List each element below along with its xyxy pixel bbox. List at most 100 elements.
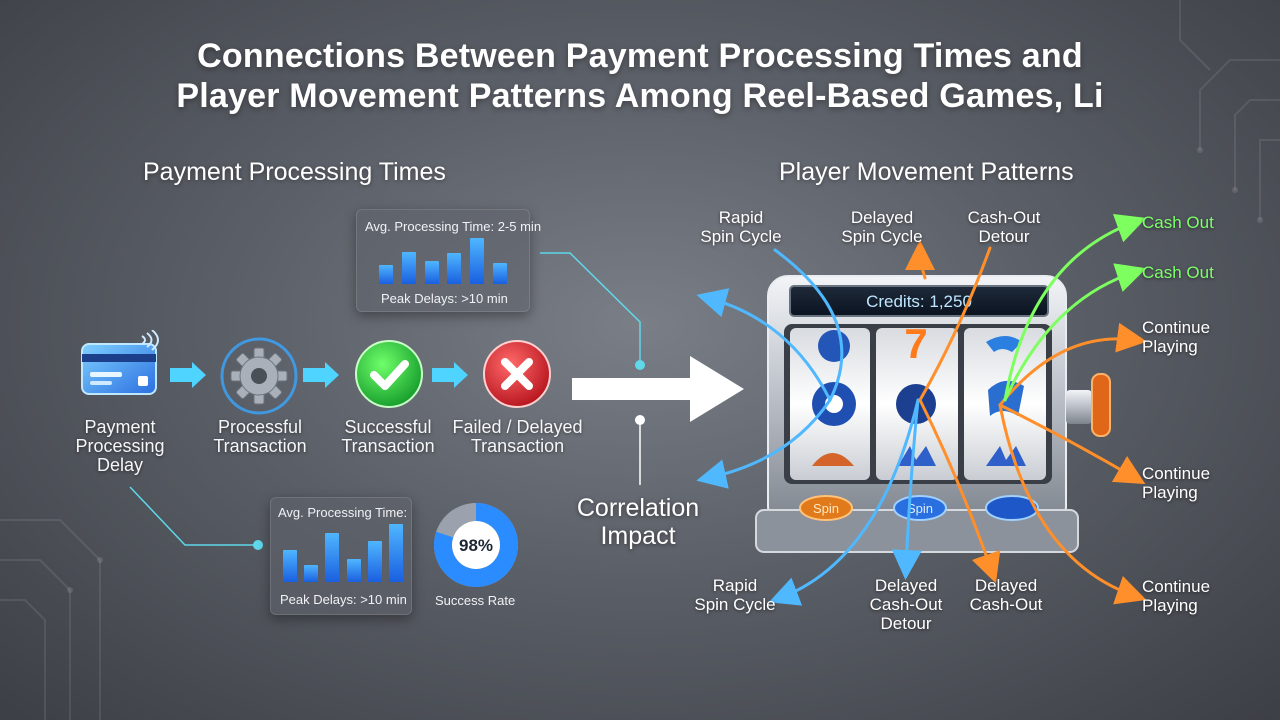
label-delayed-cashout-detour-bottom: Delayed Cash-Out Detour: [850, 576, 962, 633]
success-rate-value: 98%: [459, 536, 493, 555]
spin-button-1[interactable]: [799, 495, 853, 521]
path-delayed-cashout-bottom: [918, 398, 1001, 584]
page-title: Connections Between Payment Processing T…: [0, 36, 1280, 116]
path-delayed-cashout-detour: [891, 398, 922, 580]
credit-card-icon: [81, 330, 159, 395]
mini-bar: [346, 558, 361, 582]
path-rapid-spin-top: [773, 248, 844, 402]
label-delayed-cashout-bottom: Delayed Cash-Out: [954, 576, 1058, 614]
move-label-line: Continue: [1142, 464, 1211, 483]
move-label-line: Delayed: [850, 208, 914, 227]
stats-card-top-footer: Peak Delays: >10 min: [381, 291, 508, 306]
mini-bar: [470, 238, 485, 284]
label-cashout-detour-top: Cash-Out Detour: [952, 208, 1056, 246]
stats-card-top: Avg. Processing Time: 2-5 min Peak Delay…: [356, 209, 541, 312]
title-line-1: Connections Between Payment Processing T…: [197, 37, 1083, 75]
flow-label-line: Processful: [217, 417, 303, 437]
move-label-line: Cash-Out: [967, 208, 1041, 227]
x-mark-icon: [483, 340, 551, 408]
move-label-line: Cash-Out: [969, 595, 1043, 614]
move-label-line: Cash-Out: [869, 595, 943, 614]
credits-display: Credits: 1,250: [866, 292, 972, 311]
mini-bar: [447, 252, 462, 284]
stats-card-top-bars: [379, 238, 507, 284]
path-continue-playing-3: [998, 403, 1147, 605]
mini-bar: [367, 541, 382, 582]
flow-arrow-2: [303, 362, 339, 388]
mini-bar: [283, 550, 297, 582]
donut-center: [452, 521, 500, 569]
move-label-line: Detour: [880, 614, 932, 633]
mini-bar: [389, 524, 403, 582]
correlation-impact-label: Correlation Impact: [560, 494, 716, 550]
checkmark-icon: [355, 340, 423, 408]
mini-bar: [493, 263, 507, 284]
spin-buttons: Spin Spin: [799, 495, 1039, 521]
flow-label-line: Transaction: [341, 436, 435, 456]
path-cashout-detour-top: [918, 246, 992, 402]
stats-card-top-label: Avg. Processing Time: 2-5 min: [365, 219, 542, 234]
flow-label-line: Processing: [75, 436, 165, 456]
connector-dot-bottom: [253, 540, 263, 550]
label-cash-out-1: Cash Out: [1142, 213, 1214, 232]
flow-arrow-1: [170, 362, 206, 388]
mini-bar: [424, 261, 439, 284]
lever-handle[interactable]: [1091, 373, 1111, 437]
flow-label-payment-delay: Payment Processing Delay: [60, 418, 180, 475]
flow-label-successful: Successful Transaction: [328, 418, 448, 456]
flow-label-line: Payment: [84, 417, 156, 437]
flow-label-line: Successful: [344, 417, 432, 437]
move-label-line: Rapid: [718, 208, 764, 227]
path-rapid-spin-bottom: [768, 398, 920, 606]
move-label-line: Spin Cycle: [700, 227, 782, 246]
lever-base: [1066, 390, 1092, 424]
success-rate-donut: 98%: [434, 503, 518, 587]
stats-card-bottom-label: Avg. Processing Time:: [278, 505, 408, 520]
mini-bar: [325, 532, 340, 582]
spin-button-3[interactable]: [985, 495, 1039, 521]
spin-button-2-label: Spin: [907, 501, 933, 516]
path-cash-out-2: [1003, 263, 1147, 402]
big-arrow: [572, 356, 744, 422]
move-label-line: Playing: [1142, 483, 1198, 502]
path-delayed-spin-up: [905, 240, 936, 280]
stats-card-bottom-footer: Peak Delays: >10 min: [280, 592, 407, 607]
move-label-line: Delayed: [974, 576, 1038, 595]
movement-section-heading: Player Movement Patterns: [779, 158, 1074, 186]
path-continue-playing-1: [998, 322, 1147, 407]
flow-label-failed: Failed / Delayed Transaction: [450, 418, 585, 456]
seven-symbol: 7: [904, 320, 927, 367]
flow-label-line: Transaction: [470, 436, 565, 456]
mini-bar: [304, 564, 319, 582]
label-rapid-spin-top: Rapid Spin Cycle: [686, 208, 796, 246]
move-label-line: Spin Cycle: [694, 595, 776, 614]
move-label-line: Detour: [978, 227, 1030, 246]
move-label-line: Continue: [1142, 577, 1211, 596]
flow-arrow-3: [432, 362, 468, 388]
move-label-line: Continue: [1142, 318, 1211, 337]
payment-section-heading: Payment Processing Times: [143, 158, 446, 186]
label-cash-out-2: Cash Out: [1142, 263, 1214, 282]
move-label-line: Rapid: [712, 576, 758, 595]
spin-button-2[interactable]: [893, 495, 947, 521]
path-continue-playing-2: [998, 403, 1146, 485]
move-label-line: Playing: [1142, 596, 1198, 615]
label-rapid-spin-bottom: Rapid Spin Cycle: [680, 576, 790, 614]
correlation-line: Correlation: [576, 494, 700, 522]
mini-bar: [379, 264, 393, 284]
label-continue-playing-2: Continue Playing: [1142, 464, 1252, 502]
title-line-2: Player Movement Patterns Among Reel-Base…: [176, 77, 1104, 115]
stats-card-bottom: Avg. Processing Time: Peak Delays: >10 m…: [270, 497, 412, 615]
donut-arc: [434, 503, 518, 587]
path-cash-out-1: [1003, 214, 1147, 402]
move-label-line: Playing: [1142, 337, 1198, 356]
label-continue-playing-3: Continue Playing: [1142, 577, 1252, 615]
flow-label-line: Transaction: [213, 436, 307, 456]
connector-dot-top: [635, 360, 645, 370]
path-to-left-top: [696, 288, 832, 402]
label-continue-playing-1: Continue Playing: [1142, 318, 1252, 356]
move-label-line: Delayed: [874, 576, 938, 595]
